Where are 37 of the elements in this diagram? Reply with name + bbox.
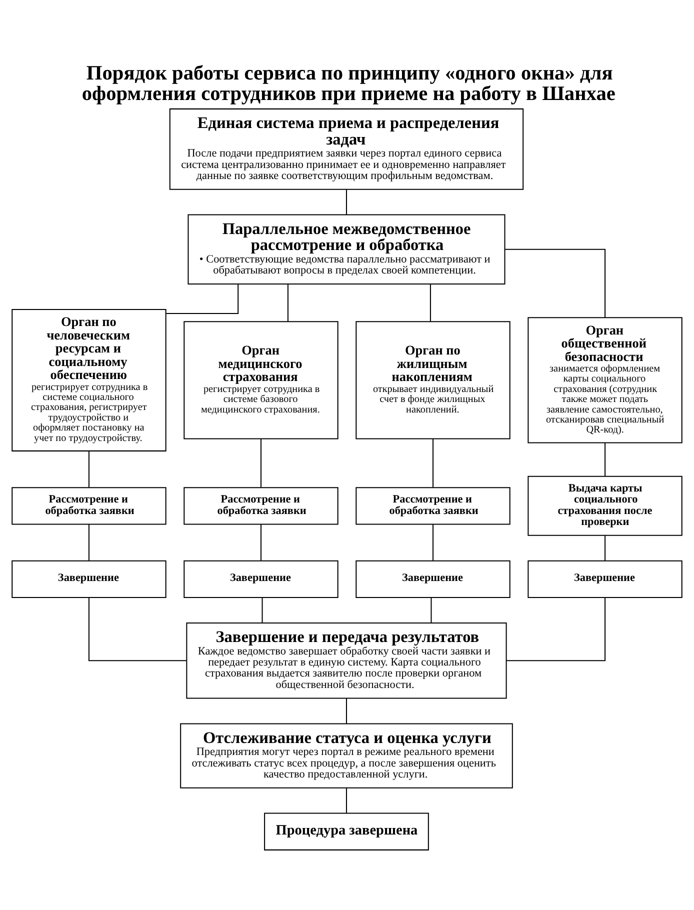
node-box: Орган по жилищным накоплениям открывает индивидуальный счет в фонде жилищных накоплений. xyxy=(356,321,510,440)
connector xyxy=(346,190,347,215)
diagram-title: Порядок работы сервиса по принципу «одного окна» для оформления сотрудников при приеме на работу в Шанхае xyxy=(82,62,616,105)
connector xyxy=(88,524,90,560)
node-box: Рассмотрение и обработка заявки xyxy=(12,487,166,525)
node-box: Рассмотрение и обработка заявки xyxy=(184,487,338,525)
connector xyxy=(505,248,606,318)
connector xyxy=(260,524,262,560)
node-box: Выдача карты социального страхования после проверки xyxy=(528,476,682,536)
node-box: Параллельное межведомственное рассмотрение и обработка • Соответствующие ведомства параллельно рассматривают и обрабатывают вопросы в пределах своей компетенции. xyxy=(188,214,506,284)
node-box: Завершение xyxy=(356,560,510,598)
connector xyxy=(260,439,262,488)
connector xyxy=(287,284,288,322)
connector xyxy=(346,788,347,813)
node-box: Орган медицинского страхования регистрирует сотрудника в системе базового медицинского страхования. xyxy=(184,321,338,440)
node-box: Завершение xyxy=(12,560,166,598)
node-box: Единая система приема и распределения задач После подачи предприятием заявки через портал единого сервиса система централизованно принимает ее и одновременно направляет данные по заявке соответствующим профильным ведомствам. xyxy=(169,108,524,190)
node-box: Рассмотрение и обработка заявки xyxy=(356,487,510,525)
connector xyxy=(262,598,263,623)
node-box: Процедура завершена xyxy=(264,812,429,850)
connector xyxy=(432,524,434,560)
connector xyxy=(166,284,239,314)
connector xyxy=(604,536,606,561)
connector xyxy=(88,451,90,488)
node-box: Завершение xyxy=(528,560,682,598)
connector xyxy=(88,598,186,662)
connector xyxy=(430,598,432,623)
connector xyxy=(506,598,606,662)
node-box: Орган по человеческим ресурсам и социальному обеспечению регистрирует сотрудника в системе социального страхования, регистрирует трудоустройство и оформляет постановку на учет по трудоустройству. xyxy=(12,308,166,452)
node-box: Отслеживание статуса и оценка услуги Предприятия могут через портал в режиме реального времени отслеживать статус всех процедур, а после завершения оценить качество предоставленной услуги. xyxy=(180,723,513,788)
connector xyxy=(430,284,431,322)
node-box: Орган общественной безопасности занимается оформлением карты социального страхования (сотрудник также может подать заявление самостоятельно, отсканировав специальный QR-код). xyxy=(528,317,682,444)
connector xyxy=(346,698,347,724)
node-box: Завершение и передача результатов Каждое ведомство завершает обработку своей части заявки и передает результат в единую систему. Карта социального страхования выдается заявителю после проверки органом общественной безопасности. xyxy=(186,622,507,699)
node-box: Завершение xyxy=(184,560,338,598)
connector xyxy=(604,443,606,476)
connector xyxy=(432,439,434,488)
